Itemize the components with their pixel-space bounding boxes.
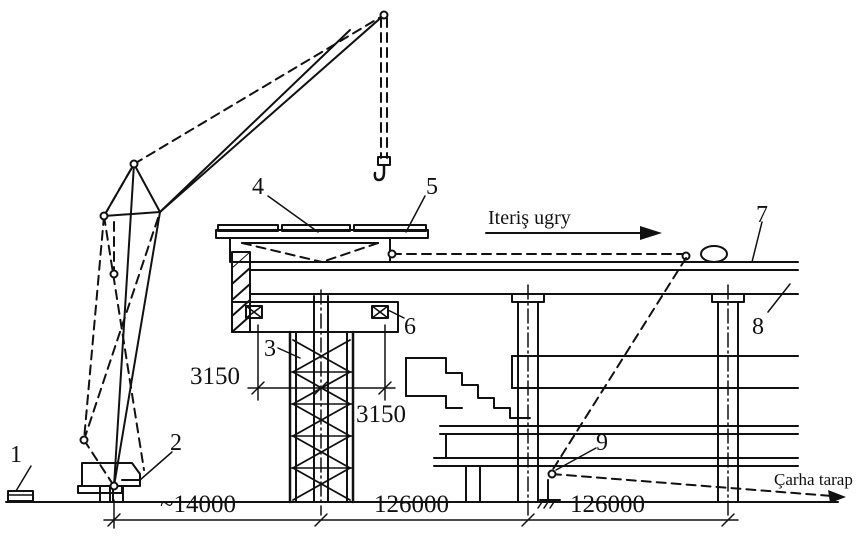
direction-arrow <box>485 226 662 240</box>
dimension-lines <box>103 324 739 529</box>
pulley-9 <box>547 469 557 479</box>
dim-d3: 126000 <box>570 491 645 518</box>
pulley-5 <box>387 249 397 259</box>
label-6: 6 <box>404 314 416 340</box>
dim-d2: 126000 <box>374 491 449 518</box>
label-8: 8 <box>752 314 764 340</box>
lower-structure <box>405 355 799 503</box>
dim-offset-right: 3150 <box>356 401 406 428</box>
bridge-girder <box>249 261 799 295</box>
push-direction-caption: Iteriş ugry <box>488 207 571 229</box>
dim-offset-left: 3150 <box>190 363 240 390</box>
winch-side-caption: Çarha tarap <box>774 470 853 489</box>
leader-lines <box>15 195 791 492</box>
label-1: 1 <box>10 442 22 468</box>
label-3: 3 <box>264 336 276 362</box>
pulling-system <box>387 245 846 509</box>
right-arrow-icon <box>640 226 662 240</box>
lattice-tower <box>288 289 355 516</box>
crane-hook-icon <box>373 163 386 182</box>
bridge-piers <box>511 284 745 516</box>
crawler-crane <box>7 10 391 503</box>
counterweight-block <box>7 490 34 502</box>
label-5: 5 <box>426 174 438 200</box>
label-7: 7 <box>756 202 768 228</box>
label-2: 2 <box>170 430 182 456</box>
launching-platform <box>215 224 429 263</box>
label-4: 4 <box>252 174 264 200</box>
jack-block <box>700 245 728 263</box>
dim-d1: ~14000 <box>160 491 236 518</box>
arrow-to-winch-icon <box>828 490 846 503</box>
label-9: 9 <box>596 430 608 456</box>
